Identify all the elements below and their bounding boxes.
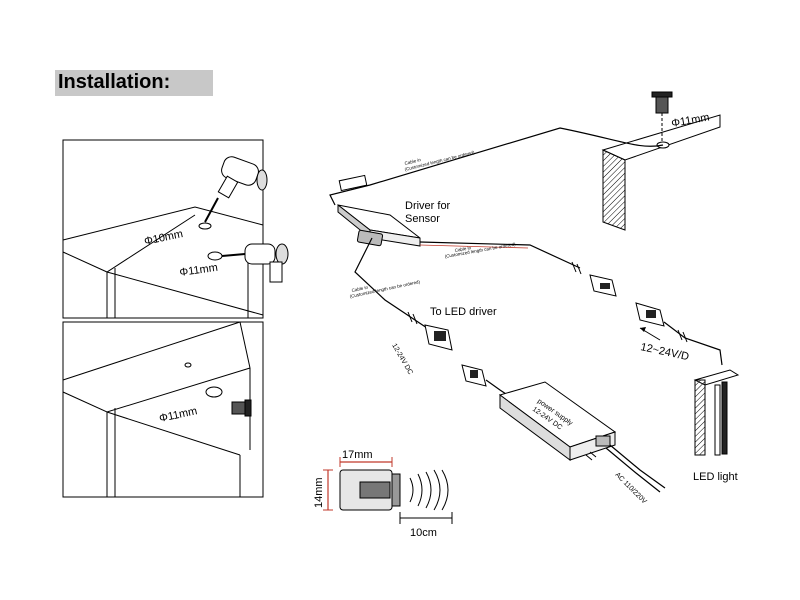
- cable-text: Cable in: [454, 245, 472, 253]
- connector-icon: [461, 364, 487, 387]
- mount-hole: [205, 386, 223, 398]
- sensor-icon: [651, 91, 673, 142]
- sensor-driver: [337, 203, 421, 247]
- cable-text: Cable in: [404, 157, 422, 166]
- hole-11mm-label: Φ11mm: [158, 405, 198, 425]
- drill-hole-top: [198, 222, 212, 230]
- distance-10cm-label: 10cm: [410, 527, 437, 539]
- driver-label: Driver for: [405, 200, 451, 212]
- cable-text: Cable in: [351, 285, 369, 293]
- drill-10mm-label: Φ10mm: [143, 228, 184, 248]
- led-light: [693, 369, 740, 456]
- drill-icon: [204, 156, 268, 223]
- wiring-diagram: Φ11mm Cable in (Customized length can be…: [329, 91, 740, 506]
- width-17mm-label: 17mm: [342, 449, 373, 461]
- section-title: Installation:: [58, 71, 171, 93]
- drill-hole-side: [207, 251, 223, 261]
- panel-frame: [62, 321, 264, 498]
- sensor-cable: [329, 127, 664, 206]
- section-header: Installation:: [55, 70, 213, 96]
- drill-icon: [221, 243, 289, 283]
- voltage-label: 12~24V/D: [639, 341, 690, 363]
- ac-label: AC 110/220V: [614, 471, 648, 505]
- sensor-dimensions: 17mm 14mm 10cm: [313, 449, 453, 539]
- dc-label: 12-24V DC: [390, 343, 413, 376]
- height-14mm-label: 14mm: [313, 477, 325, 508]
- connector-icon: [589, 274, 617, 297]
- panel-drilling: Φ10mm Φ11mm: [62, 139, 289, 319]
- connector-icon: [635, 302, 665, 327]
- led-cable: [419, 241, 581, 269]
- to-led-driver-label: To LED driver: [430, 306, 497, 318]
- sensor-icon: [231, 399, 252, 417]
- led-light-label: LED light: [693, 471, 738, 483]
- drill-11mm-label: Φ11mm: [179, 262, 219, 279]
- panel-frame: [62, 139, 264, 319]
- panel-mounting: Φ11mm: [62, 321, 264, 498]
- driver-label: Sensor: [405, 213, 440, 225]
- cabinet-top-edge: [62, 206, 264, 241]
- driver-output-cable: [354, 237, 431, 331]
- power-supply: [498, 381, 617, 461]
- connector-icon: [424, 324, 453, 351]
